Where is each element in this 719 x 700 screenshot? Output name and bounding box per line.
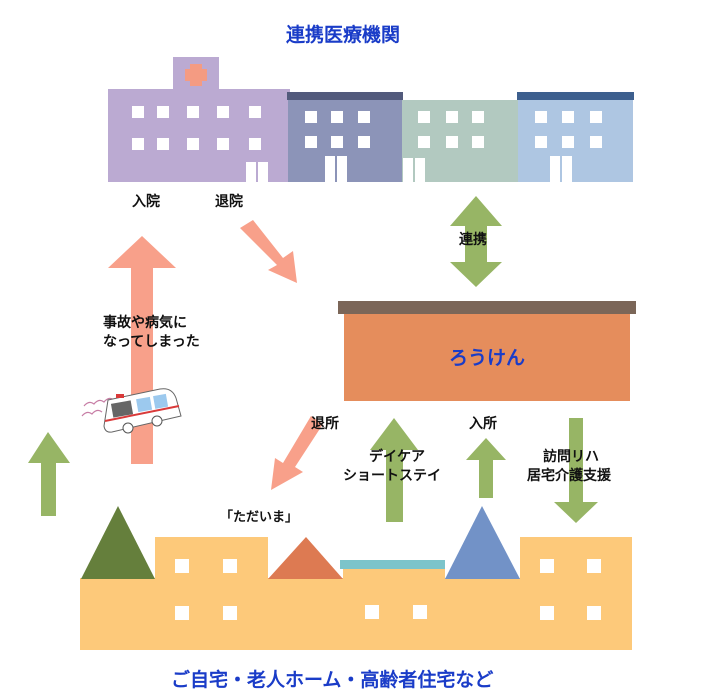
admission-arrow (108, 236, 176, 464)
facility-name: ろうけん (449, 347, 526, 369)
discharge-hospital-label: 退院 (215, 194, 243, 210)
left-up-arrow (28, 432, 70, 516)
green-roof (81, 506, 155, 579)
ambulance-icon (81, 388, 182, 434)
discharge-facility-arrow (271, 416, 323, 490)
orange-roof (268, 537, 343, 579)
hospital-building (108, 57, 290, 182)
discharge-hospital-arrow (240, 220, 297, 283)
blue-roof (445, 506, 520, 579)
roken-facility (338, 301, 636, 401)
clinic-building-4 (517, 92, 634, 182)
discharge-facility-label: 退所 (311, 416, 339, 432)
cooperation-label: 連携 (459, 232, 487, 248)
visit-label-line1: 訪問リハ (543, 449, 599, 465)
visit-care-arrow (554, 418, 598, 523)
admission-hospital-label: 入院 (132, 194, 160, 210)
admission-facility-label: 入所 (469, 416, 497, 432)
clinic-building-2 (287, 92, 403, 182)
daycare-label-line1: デイケア (369, 449, 425, 465)
accident-label-line2: なってしまった (103, 334, 200, 350)
accident-label-line1: 事故や病気に (103, 315, 187, 331)
page-title: 連携医療機関 (286, 24, 401, 46)
cooperation-arrow (450, 196, 502, 287)
daycare-label-line2: ショートステイ (343, 468, 441, 484)
home-greeting-label: 「ただいま」 (220, 510, 299, 525)
clinic-building-3 (402, 100, 518, 182)
admission-facility-arrow (466, 438, 506, 498)
homes-row (80, 506, 632, 650)
visit-label-line2: 居宅介護支援 (527, 468, 611, 484)
red-cross-icon (185, 64, 207, 86)
footer-title: ご自宅・老人ホーム・高齢者住宅など (171, 669, 494, 691)
daycare-arrow (370, 418, 418, 522)
